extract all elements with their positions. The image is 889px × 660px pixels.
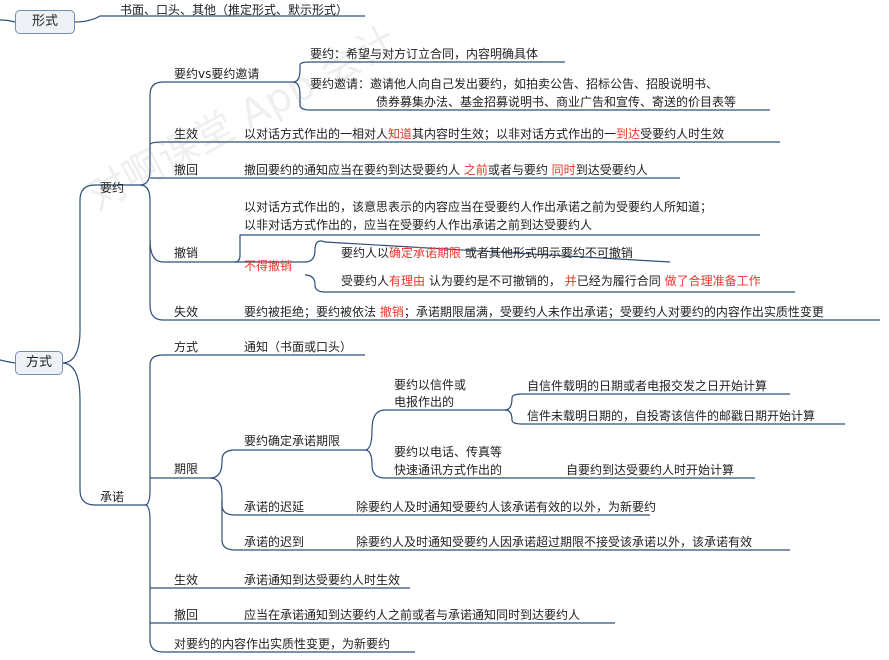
period-letter-line2: 电报作出的	[394, 395, 455, 409]
period-late-desc: 除要约人及时通知受要约人该承诺有效的以外，为新要约	[356, 500, 657, 514]
period-late-label: 承诺的迟延	[244, 500, 305, 514]
offer-revoke-line2: 以非对话方式作出的，应当在受要约人作出承诺之前到达受要约人	[244, 218, 593, 232]
acceptance-mode-desc: 通知（书面或口头）	[244, 340, 353, 354]
acceptance-withdraw-desc: 应当在承诺通知到达要约人之前或者与承诺通知同时到达要约人	[244, 608, 581, 622]
acceptance-effect-desc: 承诺通知到达受要约人时生效	[244, 573, 401, 587]
period-letter-undated: 信件未载明日期的，自投寄该信件的邮戳日期开始计算	[527, 409, 816, 423]
invite-definition-line1: 要约邀请：邀请他人向自己发出要约，如拍卖公告、招标公告、招股说明书、	[310, 77, 719, 91]
no-revoke-item2: 受要约人有理由 认为要约是不可撤销的， 并已经为履行合同 做了合理准备工作	[341, 274, 761, 288]
acceptance-label: 承诺	[100, 490, 125, 504]
no-revoke-item1: 要约人以确定承诺期限 或者其他形式明示要约不可撤销	[341, 246, 633, 260]
offer-effect-label: 生效	[174, 127, 199, 141]
offer-revoke-line1: 以对话方式作出的，该意思表示的内容应当在受要约人作出承诺之前为受要约人所知道；	[244, 200, 713, 214]
no-revoke-label: 不得撤销	[244, 259, 293, 273]
acceptance-period-label: 期限	[174, 462, 199, 476]
root-form-box[interactable]: 形式	[15, 10, 75, 34]
period-letter-line1: 要约以信件或	[394, 378, 467, 392]
offer-invalid-label: 失效	[174, 305, 199, 319]
form-desc: 书面、口头、其他（推定形式、默示形式）	[120, 3, 349, 17]
period-delayed-label: 承诺的迟到	[244, 535, 305, 549]
period-fast-desc: 自要约到达受要约人时开始计算	[566, 463, 735, 477]
offer-label: 要约	[100, 181, 125, 195]
root-method-box[interactable]: 方式	[15, 351, 63, 375]
offer-withdraw-desc: 撤回要约的通知应当在要约到达受要约人 之前或者与要约 同时到达受要约人	[244, 163, 648, 177]
offer-effect-desc: 以对话方式作出的一相对人知道其内容时生效；以非对话方式作出的一到达受要约人时生效	[244, 127, 725, 141]
acceptance-withdraw-label: 撤回	[174, 608, 199, 622]
offer-invalid-desc: 要约被拒绝；要约被依法 撤销；承诺期限届满，受要约人未作出承诺；受要约人对要约的…	[244, 305, 824, 319]
period-delayed-desc: 除要约人及时通知受要约人因承诺超过期限不接受该承诺以外，该承诺有效	[356, 535, 753, 549]
offer-vs-invite-label: 要约vs要约邀请	[174, 67, 260, 81]
invite-definition-line2: 债券募集办法、基金招募说明书、商业广告和宣传、寄送的价目表等	[376, 95, 737, 109]
period-fast-line1: 要约以电话、传真等	[394, 445, 503, 459]
period-fixed-label: 要约确定承诺期限	[244, 434, 341, 448]
offer-revoke-label: 撤销	[174, 246, 199, 260]
acceptance-mode-label: 方式	[174, 340, 199, 354]
period-fast-line2: 快速通讯方式作出的	[394, 463, 503, 477]
offer-withdraw-label: 撤回	[174, 163, 199, 177]
acceptance-effect-label: 生效	[174, 573, 199, 587]
period-letter-dated: 自信件载明的日期或者电报交发之日开始计算	[527, 379, 768, 393]
offer-definition: 要约：希望与对方订立合同，内容明确具体	[310, 47, 539, 61]
acceptance-change-desc: 对要约的内容作出实质性变更，为新要约	[174, 637, 391, 651]
